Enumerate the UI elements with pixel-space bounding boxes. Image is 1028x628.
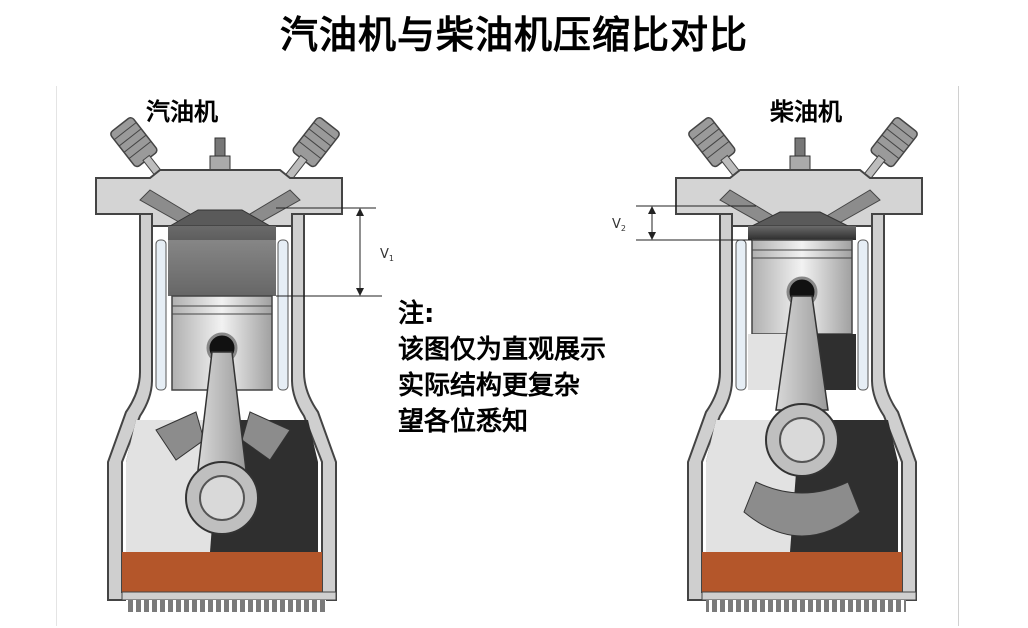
gasoline-oil-pan [122,552,322,592]
diesel-v2-dimension [636,205,756,241]
diesel-oil-pan [702,552,902,592]
gasoline-engine [95,117,382,612]
diesel-crank-counterweight [743,481,861,537]
note-line-2: 实际结构更复杂 [398,371,581,401]
gasoline-v1-dimension [276,207,382,297]
diesel-coolant-channel-left [735,239,747,391]
diesel-compression-volume [748,226,856,240]
note-line-3: 望各位悉知 [398,407,529,437]
diesel-engine [636,117,923,612]
diesel-connecting-rod [775,295,829,411]
page-title: 汽油机与柴油机压缩比对比 [279,13,748,57]
right-frame-line [958,86,959,626]
diesel-coolant-channel-right [857,239,869,391]
gasoline-coolant-channel-left [155,239,167,391]
gasoline-coolant-channel-right [277,239,289,391]
note-line-1: 该图仅为直观展示 [398,335,607,365]
gasoline-engine-label: 汽油机 [146,98,218,126]
diesel-engine-block [687,213,917,601]
diesel-engine-label: 柴油机 [770,98,842,126]
left-frame-line [56,86,57,626]
note-box: 注: 该图仅为直观展示 实际结构更复杂 望各位悉知 [398,296,606,440]
gasoline-compression-volume [168,226,276,296]
gasoline-cooling-fins [126,600,326,612]
gasoline-engine-block [107,213,337,601]
note-heading: 注: [398,299,435,329]
diesel-cooling-fins [706,600,906,612]
v1-label: V1 [380,247,394,263]
v2-label: V2 [612,217,626,233]
